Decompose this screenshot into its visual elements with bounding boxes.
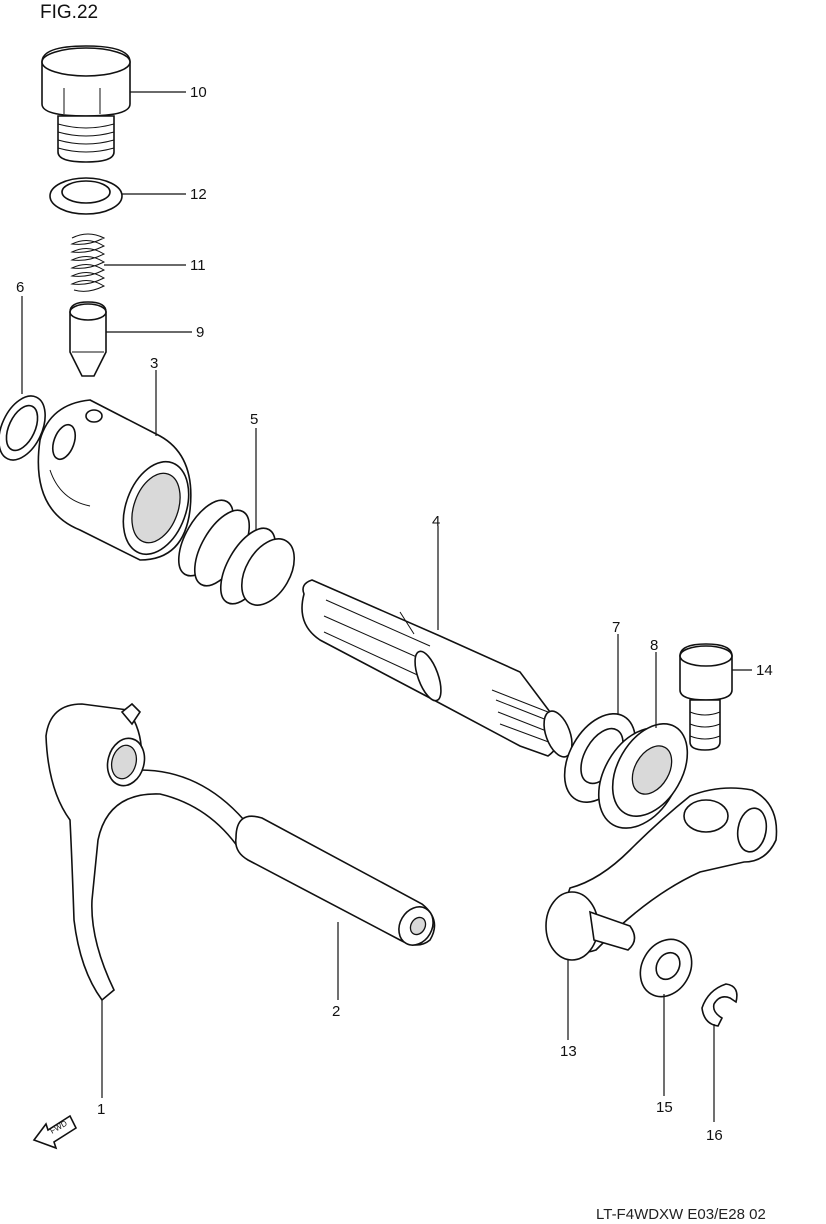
callout-labels: 10 12 11 6 9 3 5 4 7 8 14 2 13 1 15 16 (16, 84, 773, 1144)
part-12-gasket (49, 177, 123, 215)
part-8-bearing (597, 723, 689, 829)
callout-8: 8 (650, 637, 658, 654)
figure-title: FIG.22 (40, 2, 98, 23)
callout-1: 1 (97, 1101, 105, 1118)
part-4-shaft (301, 579, 573, 758)
callout-3: 3 (150, 355, 158, 372)
callout-7: 7 (612, 619, 620, 636)
callout-16: 16 (706, 1127, 723, 1144)
leader-lines (21, 91, 752, 1122)
part-14-bolt (679, 643, 733, 751)
part-15-washer (639, 938, 693, 998)
callout-6: 6 (16, 279, 24, 296)
callout-11: 11 (190, 257, 206, 274)
fwd-arrow-icon: FWD (32, 1114, 78, 1150)
callout-14: 14 (756, 662, 773, 679)
callout-10: 10 (190, 84, 207, 101)
part-9-stopper-pin (69, 301, 107, 377)
callout-5: 5 (250, 411, 258, 428)
callout-12: 12 (190, 186, 207, 203)
part-2-shift-shaft (234, 815, 436, 946)
part-10-plug-bolt (41, 45, 131, 163)
part-6-ring (0, 395, 46, 461)
part-11-spring (70, 233, 106, 292)
callout-9: 9 (196, 324, 204, 341)
part-3-shift-drum (37, 399, 192, 561)
part-16-e-clip (701, 983, 738, 1027)
callout-4: 4 (432, 513, 440, 530)
callout-2: 2 (332, 1003, 340, 1020)
part-13-shift-arm (545, 787, 778, 961)
drawing-code: LT-F4WDXW E03/E28 02 (596, 1206, 766, 1223)
part-1-shift-fork (45, 702, 265, 1002)
part-5-rings (177, 499, 296, 606)
callout-13: 13 (560, 1043, 577, 1060)
callout-15: 15 (656, 1099, 673, 1116)
